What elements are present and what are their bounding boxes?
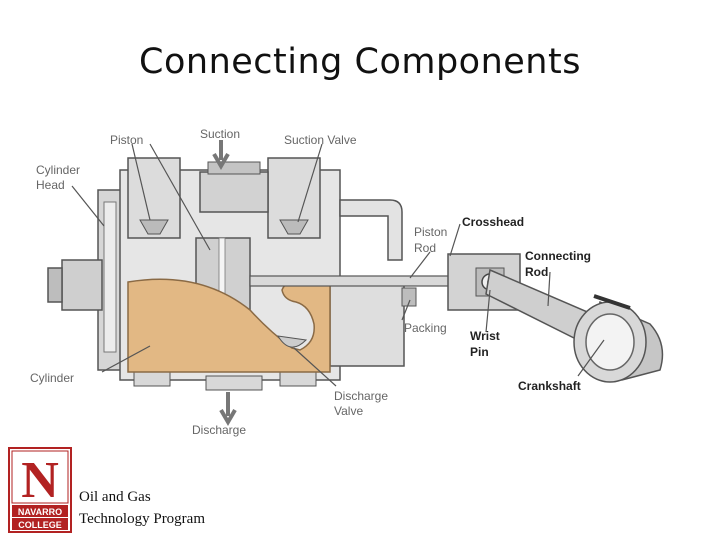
- packing-shape: [401, 287, 417, 307]
- label-packing: Packing: [404, 321, 447, 335]
- label-connecting-rod-2: Rod: [525, 265, 548, 279]
- label-crankshaft: Crankshaft: [518, 379, 581, 393]
- label-discharge-valve-2: Valve: [334, 404, 363, 418]
- piston-rod-shape: [249, 275, 461, 287]
- discharge-arrow: [219, 392, 237, 426]
- discharge-valve-shape: [277, 335, 308, 348]
- label-cylinder: Cylinder: [30, 371, 74, 385]
- program-name: Oil and Gas Technology Program: [79, 486, 205, 530]
- suction-arrow: [212, 140, 230, 170]
- program-line-1: Oil and Gas: [79, 489, 151, 505]
- compressor-diagram: Piston Suction Suction Valve Cylinder He…: [30, 127, 664, 437]
- crankshaft-shape: [573, 294, 664, 383]
- label-cylinder-head-2: Head: [36, 178, 65, 192]
- logo-line1: NAVARRO: [18, 507, 62, 517]
- label-piston-rod-2: Rod: [414, 241, 436, 255]
- slide-title: Connecting Components: [139, 42, 581, 82]
- label-discharge: Discharge: [192, 423, 246, 437]
- cylinder-head: [47, 189, 123, 371]
- label-wrist-pin-1: Wrist: [470, 329, 500, 343]
- navarro-college-logo: N NAVARRO COLLEGE: [8, 447, 72, 533]
- label-piston: Piston: [110, 133, 143, 147]
- logo-letter: N: [21, 452, 59, 509]
- gas-chamber-cutaway: [127, 278, 331, 373]
- label-piston-rod-1: Piston: [414, 225, 447, 239]
- label-suction-valve: Suction Valve: [284, 133, 357, 147]
- label-connecting-rod-1: Connecting: [525, 249, 591, 263]
- label-cylinder-head-1: Cylinder: [36, 163, 80, 177]
- label-wrist-pin-2: Pin: [470, 345, 489, 359]
- label-crosshead: Crosshead: [462, 215, 524, 229]
- program-line-2: Technology Program: [79, 511, 206, 527]
- label-discharge-valve-1: Discharge: [334, 389, 388, 403]
- label-suction: Suction: [200, 127, 240, 141]
- logo-line2: COLLEGE: [18, 520, 62, 530]
- leader-lines: [71, 143, 605, 387]
